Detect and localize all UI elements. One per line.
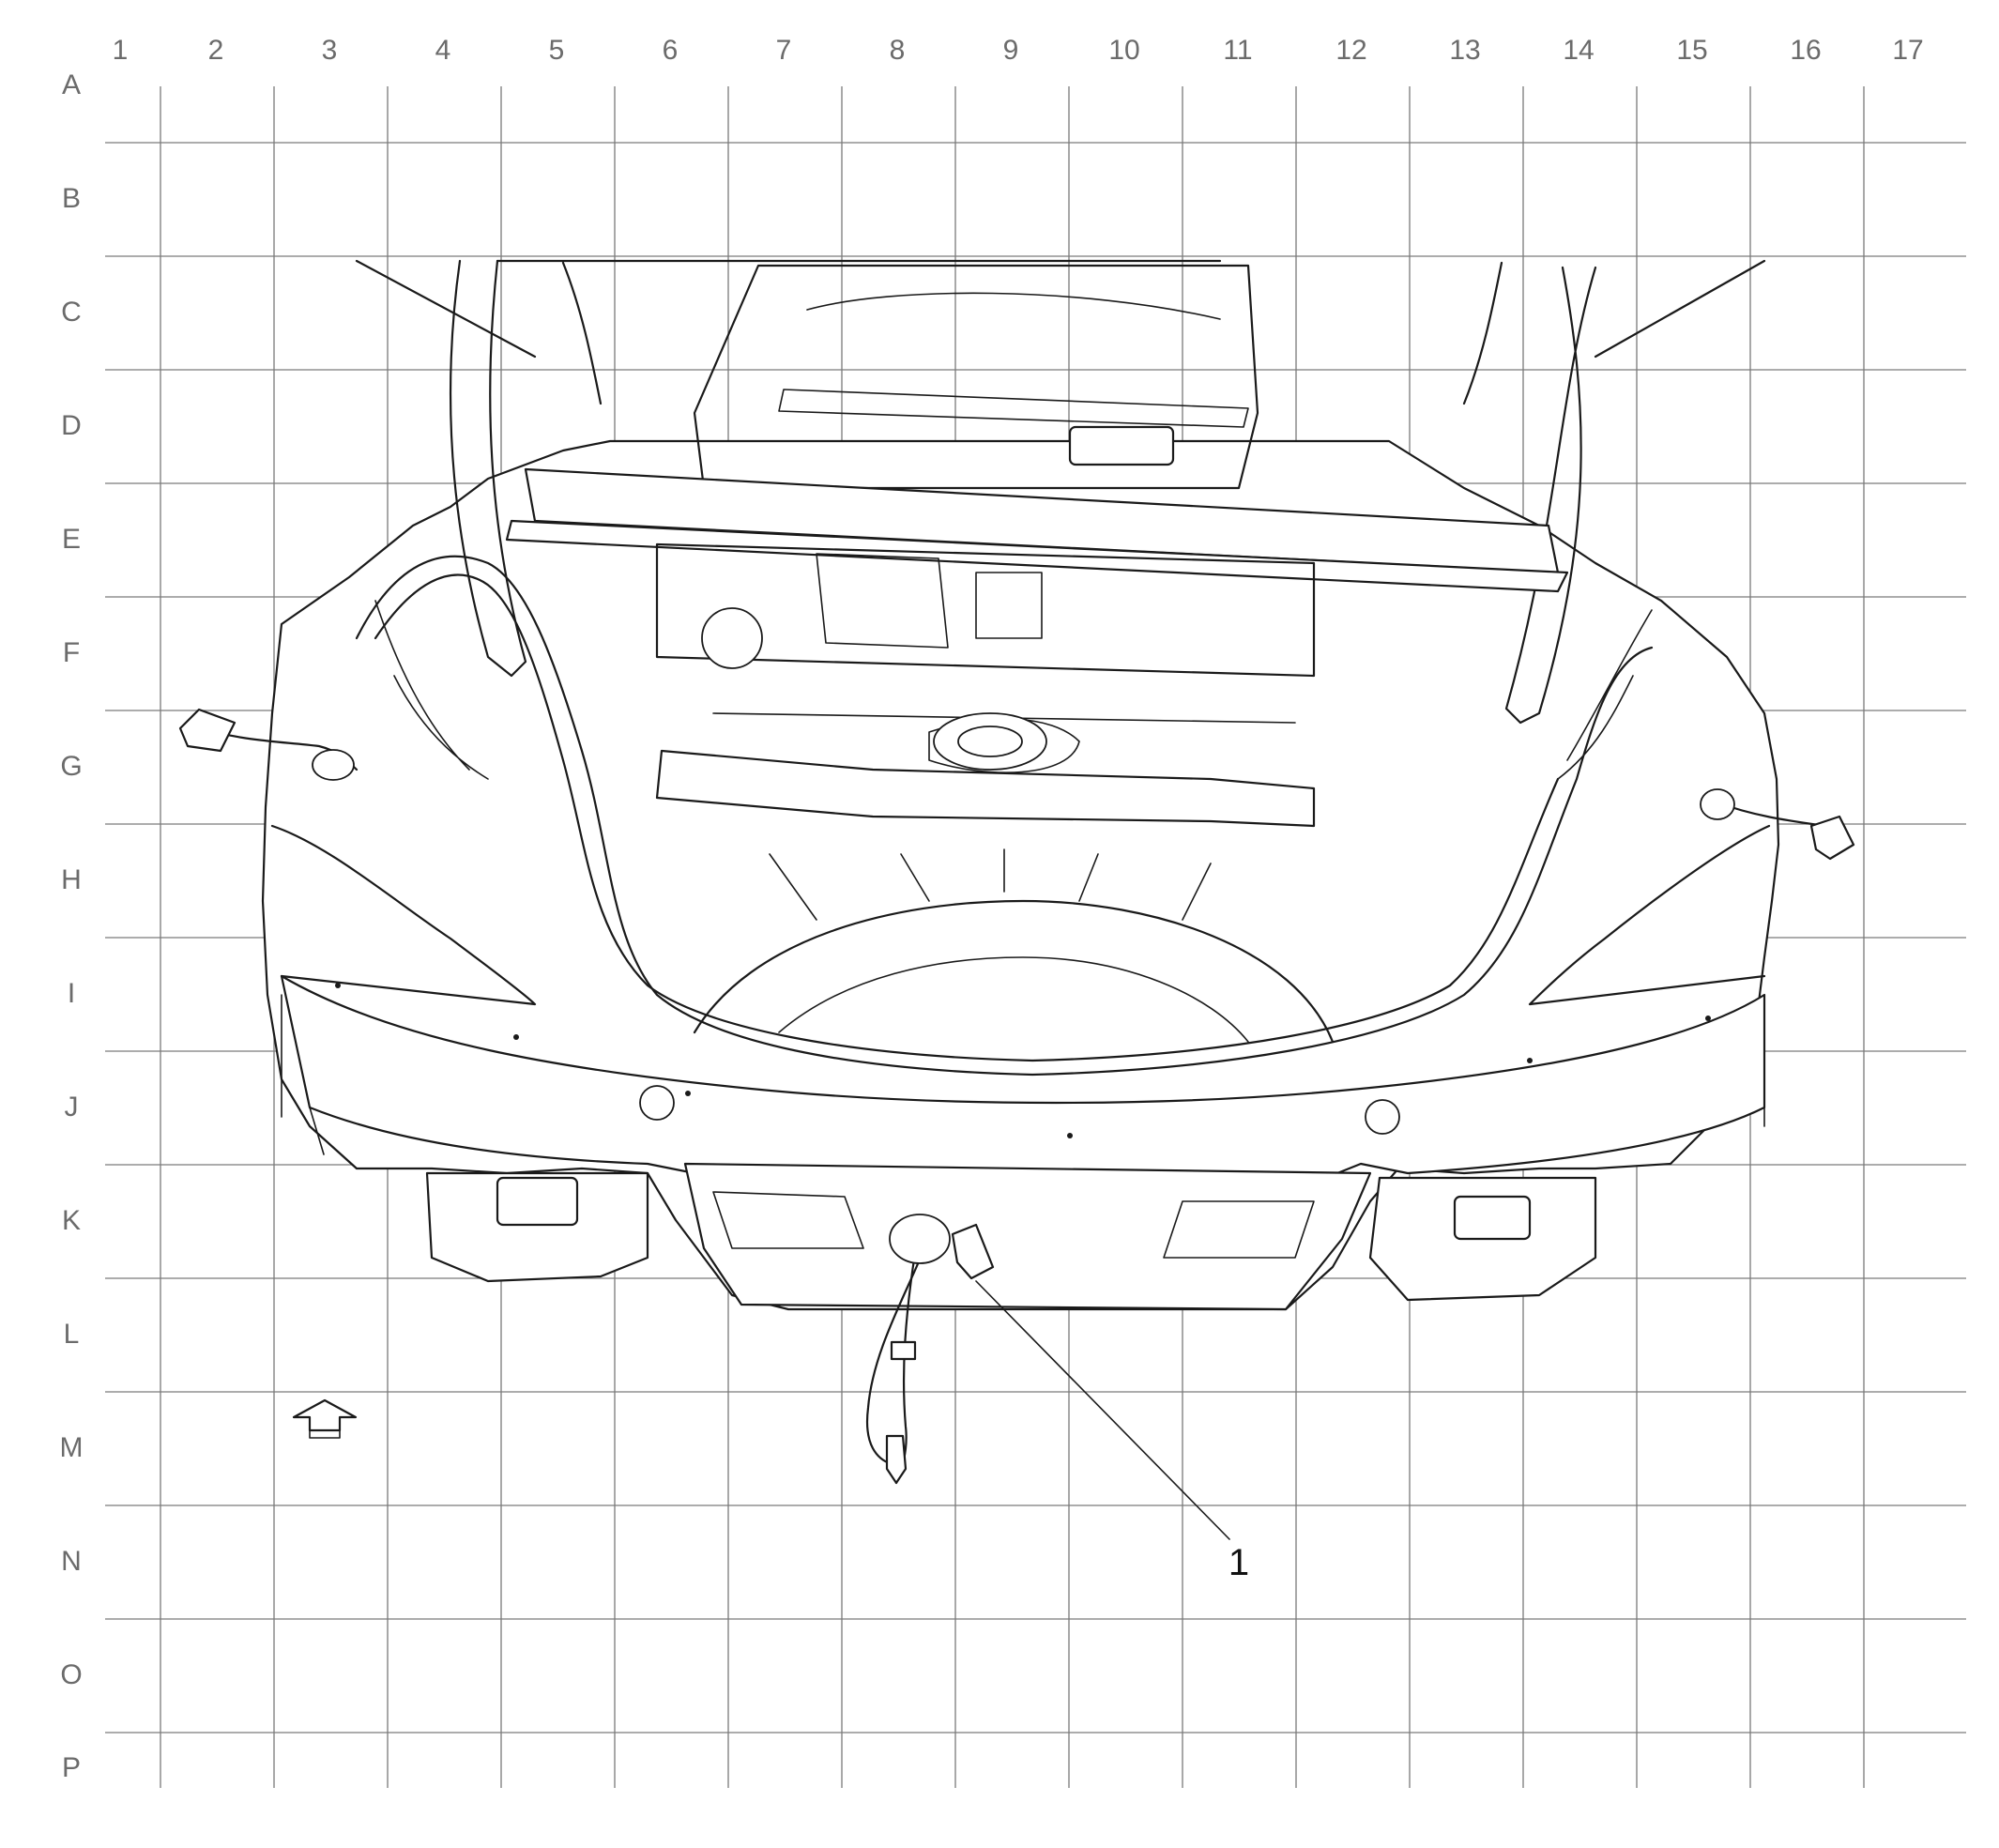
column-labels: 1 2 3 4 5 6 7 8 9 10 11 12 13 14 15 16 1… [113,35,1924,66]
forward-arrow-icon [292,1398,358,1432]
left-trunk-hinge [449,259,527,678]
rear-end-panel-crease [281,994,1765,1155]
row-label: I [68,978,75,1009]
column-label: 9 [1003,35,1019,66]
parcel-shelf-slot [1068,425,1175,466]
row-label: D [61,410,82,441]
left-bracket-pad [496,1176,579,1227]
callout-leader-line [975,1280,1230,1540]
row-label: L [64,1319,80,1350]
orientation-arrow [292,1398,358,1439]
row-label: J [65,1092,79,1123]
column-label: 10 [1108,35,1139,66]
center-harness-grommet [889,1214,951,1264]
right-trunk-hinge [1504,266,1597,725]
column-label: 14 [1563,35,1594,66]
column-label: 6 [663,35,679,66]
column-label: 13 [1449,35,1480,66]
column-label: 7 [776,35,792,66]
forward-arrow-icon-shadow [309,1429,341,1439]
row-label: G [60,751,82,782]
parcel-shelf-detail [778,292,1249,428]
row-label: H [61,864,82,895]
column-label: 15 [1676,35,1707,66]
vehicle-rear-body-illustration [178,259,1855,1485]
rear-panel-hole-left [639,1085,675,1121]
column-label: 11 [1223,35,1252,66]
spare-tire-well-inner [778,956,1249,1043]
floor-plug-inner [957,725,1023,757]
spare-tire-well-ribs [769,848,1212,921]
left-wheelhouse [374,600,489,780]
row-label: O [60,1659,82,1690]
fastener [685,1091,691,1096]
fastener [513,1034,519,1040]
row-label: A [62,69,81,100]
fastener [1067,1133,1073,1138]
column-label: 2 [208,35,224,66]
column-label: 1 [113,35,129,66]
rear-window-frame [355,259,1766,405]
column-label: 17 [1892,35,1923,66]
seatback-hole [701,607,763,669]
left-side-grommet [312,749,355,781]
trunk-opening-lip [355,555,1654,1077]
spare-tire-well [693,899,1335,1044]
column-label: 16 [1790,35,1821,66]
trunk-opening-lip-inner [374,573,1560,1062]
row-label: P [62,1752,81,1783]
row-label: E [62,524,81,555]
harness-end-clip [885,1434,908,1485]
seatback-bracket [816,553,1043,649]
right-side-connector [1809,815,1855,861]
column-label: 3 [322,35,338,66]
harness-clip [890,1340,917,1361]
center-harness-connector [951,1223,995,1280]
fastener [1527,1058,1533,1063]
rear-panel-hole-right [1365,1099,1400,1135]
row-label: M [60,1432,84,1463]
callout-number: 1 [1228,1542,1249,1583]
callout-1: 1 [975,1280,1249,1583]
left-taillight-pocket [270,824,537,1006]
right-wheelhouse [1557,609,1653,780]
lower-valance [683,1162,1372,1311]
right-side-grommet [1700,788,1735,820]
column-label: 4 [435,35,451,66]
row-label: N [61,1546,82,1577]
column-label: 12 [1335,35,1366,66]
column-label: 8 [890,35,906,66]
row-label: C [61,297,82,328]
right-taillight-pocket [1528,824,1771,1006]
right-bracket-pad [1453,1195,1532,1241]
fastener [1705,1016,1711,1021]
row-labels: A B C D E F G H I J K L M N O P [60,69,84,1783]
fastener [335,983,341,988]
row-label: F [63,637,80,668]
lower-valance-detail [712,1191,1315,1259]
left-side-connector [178,708,237,753]
row-label: B [62,183,81,214]
left-lower-bracket [425,1171,649,1283]
row-label: K [62,1205,81,1236]
rear-floor-cross-member [655,749,1316,828]
center-harness [865,1246,926,1466]
parcel-shelf-panel [693,264,1259,490]
seatback-opening [655,542,1316,678]
column-label: 5 [549,35,565,66]
